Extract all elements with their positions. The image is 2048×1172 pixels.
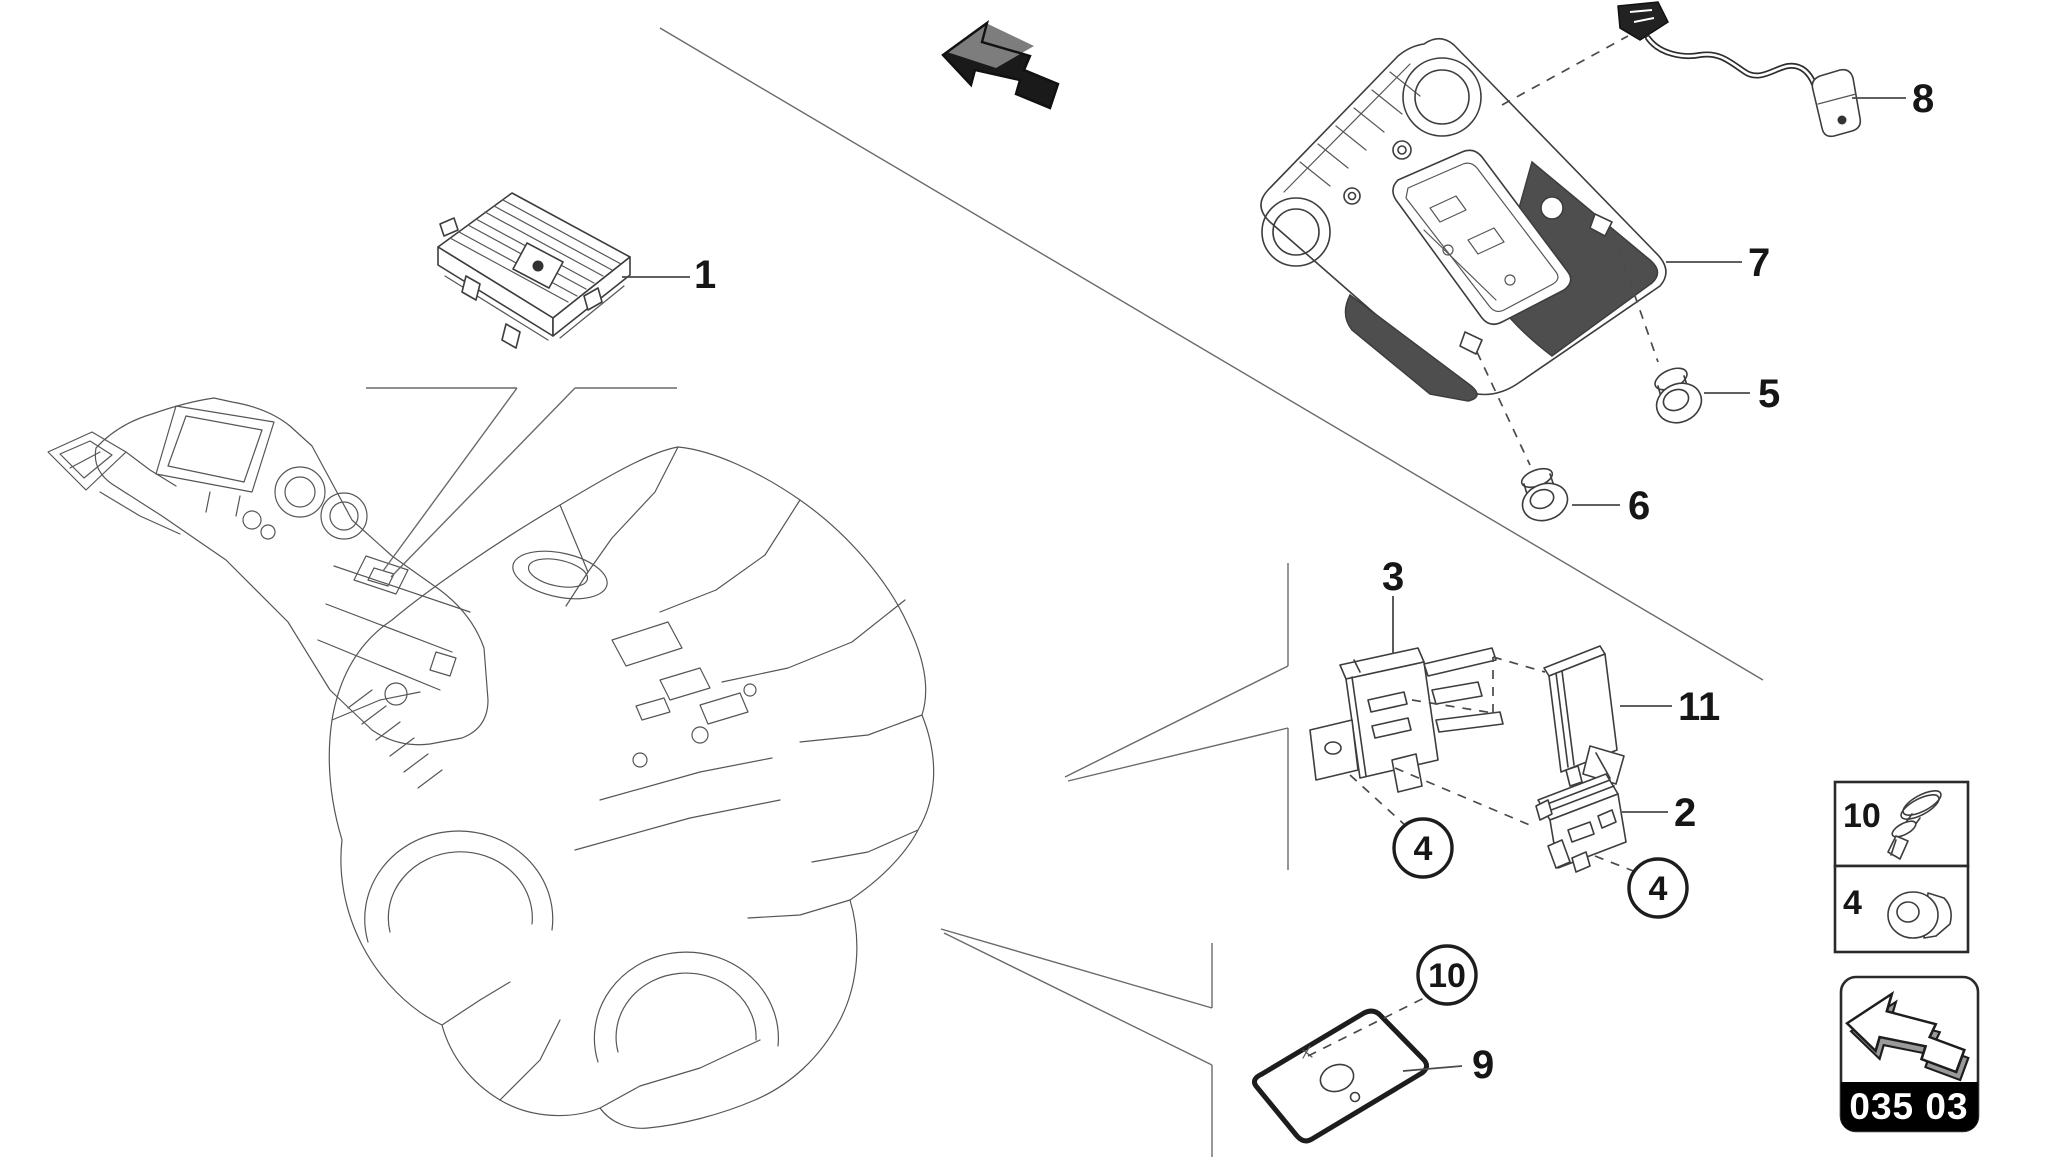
section-code-band bbox=[1841, 1082, 1978, 1131]
part-5-label: 5 bbox=[1758, 372, 1780, 416]
mic-dash bbox=[1501, 35, 1629, 106]
grommet-nut-icon bbox=[1887, 891, 1952, 939]
bracket-part-3 bbox=[1309, 647, 1504, 793]
clip-part-6 bbox=[1520, 467, 1569, 522]
part-5-dash bbox=[1611, 229, 1659, 363]
control-module-part-2 bbox=[1535, 773, 1627, 873]
body-leader-upper bbox=[1064, 563, 1289, 870]
fastener-callout-4-right: 4 bbox=[1627, 857, 1689, 919]
divider-line bbox=[659, 27, 1764, 681]
part-9-leader bbox=[1402, 1065, 1463, 1072]
assembly-dash-lines bbox=[1349, 656, 1637, 873]
part-11-label: 11 bbox=[1678, 685, 1720, 729]
car-body bbox=[328, 446, 935, 1129]
part-9-dash bbox=[1307, 997, 1425, 1057]
console-leader bbox=[366, 387, 677, 578]
section-code: 035 03 bbox=[1849, 1086, 1968, 1127]
part-6-label: 6 bbox=[1628, 484, 1650, 528]
control-module-part-11 bbox=[1543, 645, 1625, 787]
part-9-label: 9 bbox=[1472, 1043, 1494, 1087]
gasket-plate-part-9 bbox=[1252, 1008, 1430, 1144]
legend-row-10: 10 bbox=[1833, 780, 1970, 868]
push-rivet-icon bbox=[1887, 790, 1942, 860]
part-1-label: 1 bbox=[694, 253, 716, 297]
center-console bbox=[47, 397, 489, 746]
fastener-callout-4-left: 4 bbox=[1392, 817, 1454, 879]
fastener-callout-10: 10 bbox=[1416, 944, 1478, 1006]
direction-arrow-up-left-icon bbox=[941, 21, 1060, 110]
phone-tray-part-1 bbox=[437, 192, 631, 349]
fastener-4-right-label: 4 bbox=[1649, 870, 1668, 908]
part-2-label: 2 bbox=[1674, 791, 1696, 835]
fastener-4-left-label: 4 bbox=[1414, 830, 1433, 868]
roof-console-part-7 bbox=[1260, 37, 1667, 402]
part-6-dash bbox=[1476, 351, 1531, 466]
clip-part-5 bbox=[1654, 367, 1703, 424]
legend-10-label: 10 bbox=[1843, 797, 1881, 835]
fastener-10-label: 10 bbox=[1428, 957, 1466, 995]
part-8-label: 8 bbox=[1912, 77, 1934, 121]
part-7-label: 7 bbox=[1748, 241, 1770, 285]
legend-table: 10 4 bbox=[1833, 780, 1970, 954]
legend-row-4: 4 bbox=[1833, 864, 1970, 954]
nav-section-box: 035 03 bbox=[1839, 975, 1980, 1133]
legend-4-label: 4 bbox=[1843, 884, 1862, 922]
microphone-part-8 bbox=[1617, 1, 1862, 138]
body-leader-lower bbox=[940, 928, 1213, 1157]
part-3-label: 3 bbox=[1382, 555, 1404, 599]
